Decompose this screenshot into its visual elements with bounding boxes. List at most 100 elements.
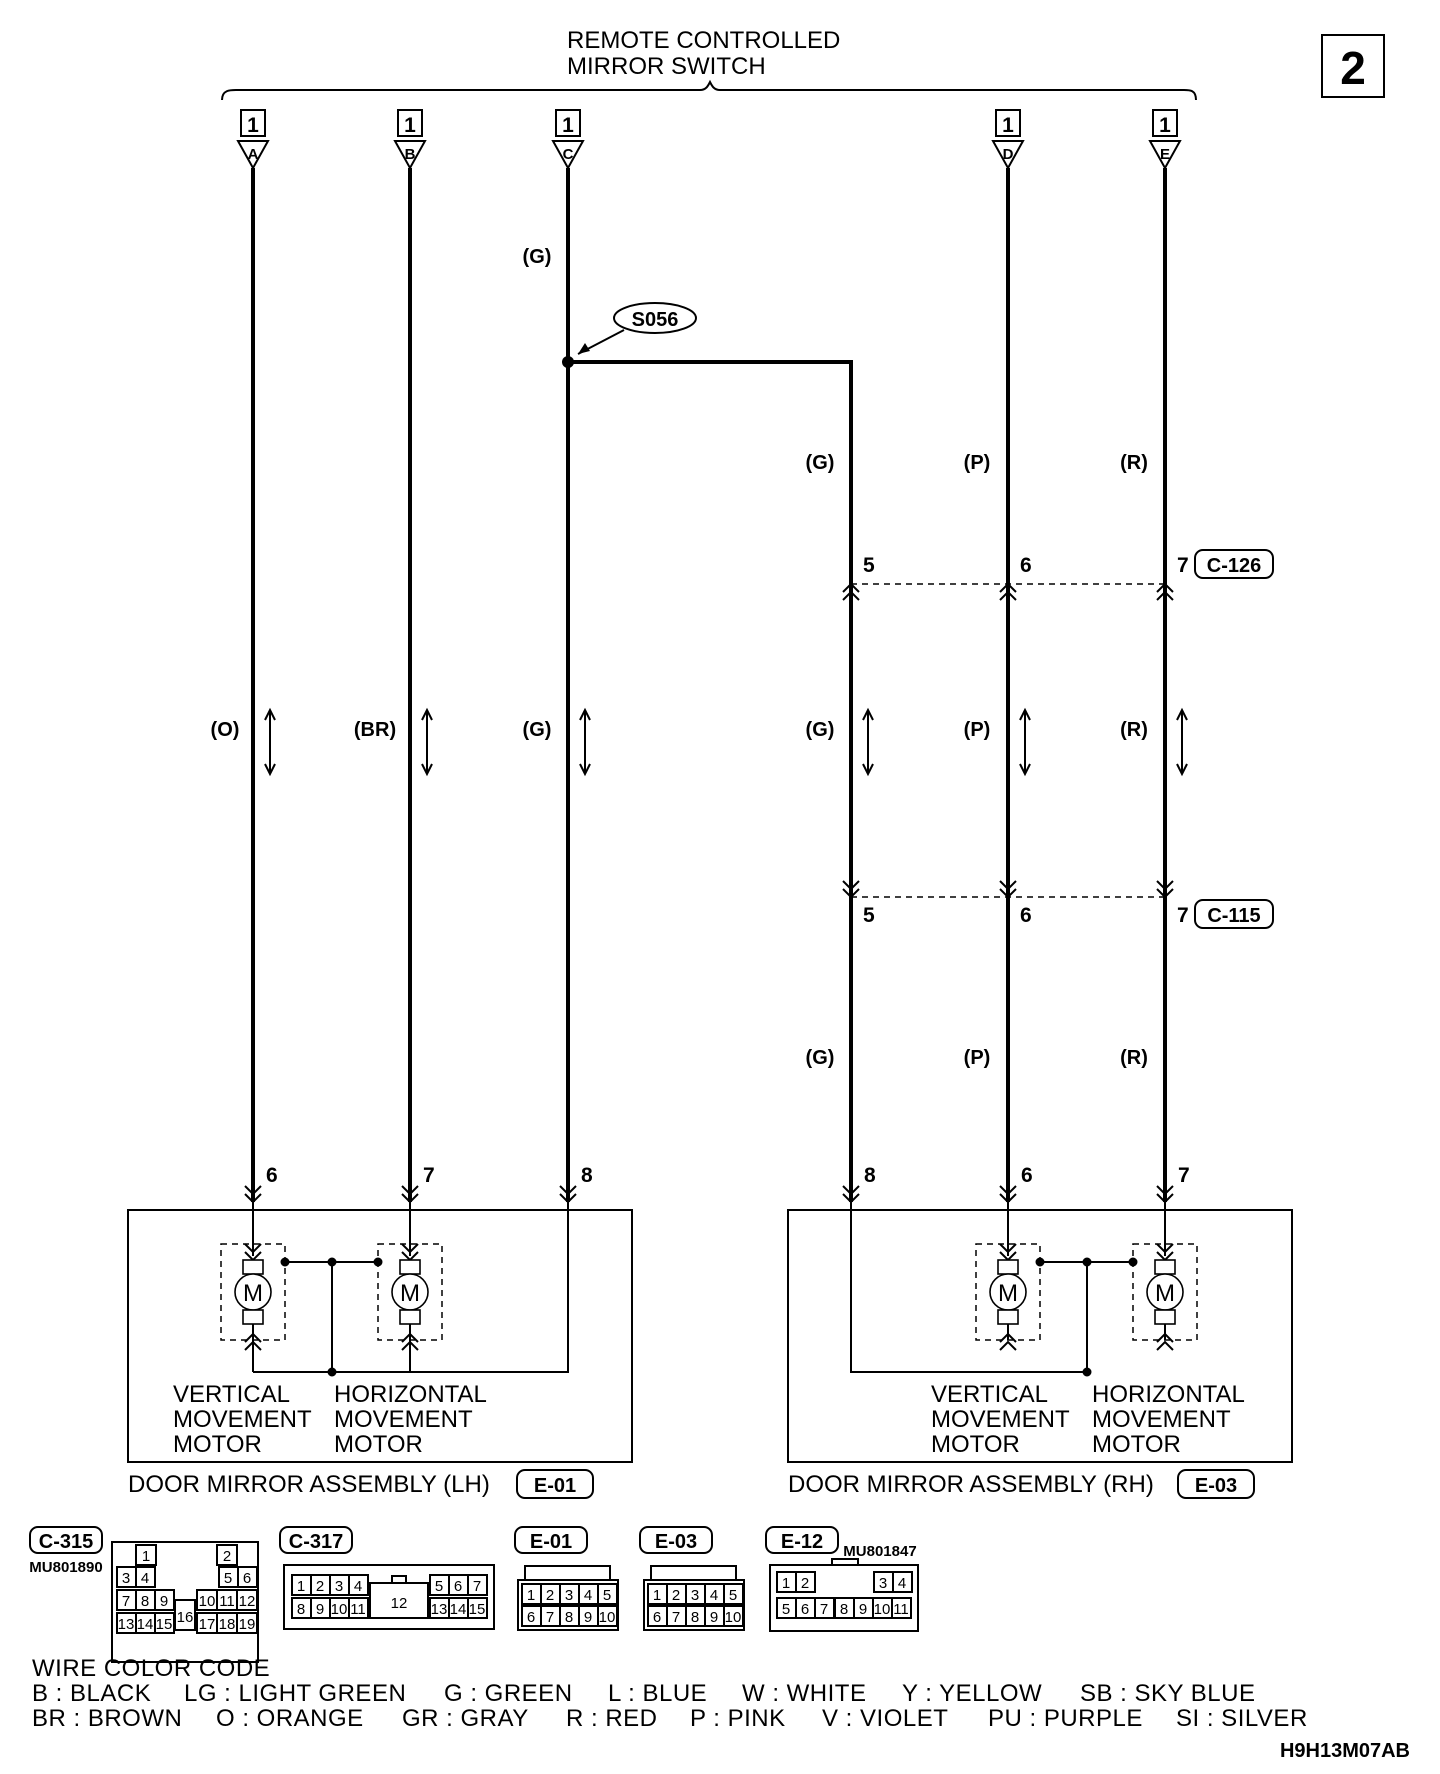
wire-color-r: (R) (1120, 719, 1148, 741)
c115-label-box (1194, 899, 1274, 929)
color-code-row-1: B : BLACK LG : LIGHT GREEN G : GREEN L :… (32, 1680, 1255, 1707)
svg-text:GR : GRAY: GR : GRAY (402, 1705, 529, 1732)
svg-text:LG : LIGHT GREEN: LG : LIGHT GREEN (184, 1680, 406, 1707)
lh-vertical-label-2: MOVEMENT (173, 1406, 312, 1433)
svg-text:E-12: E-12 (781, 1531, 823, 1553)
svg-text:13: 13 (118, 1616, 135, 1633)
svg-text:G : GREEN: G : GREEN (444, 1680, 573, 1707)
svg-text:1: 1 (404, 114, 416, 137)
wire-color-br: (BR) (354, 719, 396, 741)
svg-text:W : WHITE: W : WHITE (742, 1680, 866, 1707)
color-code-row-2: BR : BROWN O : ORANGE GR : GRAY R : RED … (32, 1705, 1307, 1732)
svg-text:1: 1 (1159, 114, 1171, 137)
lh-pin-6: 6 (266, 1164, 278, 1187)
page-number: 2 (1340, 42, 1366, 94)
wire-color-lower-p: (P) (964, 1047, 991, 1069)
lh-horizontal-label-3: MOTOR (334, 1431, 423, 1458)
svg-text:C-317: C-317 (289, 1531, 343, 1553)
svg-text:5: 5 (729, 1587, 737, 1604)
svg-text:V : VIOLET: V : VIOLET (822, 1705, 948, 1732)
svg-text:1: 1 (653, 1587, 661, 1604)
lh-horizontal-label-2: MOVEMENT (334, 1406, 473, 1433)
rh-vertical-motor: M (975, 1202, 1041, 1351)
svg-text:C-315: C-315 (39, 1531, 93, 1553)
rh-horizontal-label-1: HORIZONTAL (1092, 1381, 1245, 1408)
svg-text:3: 3 (691, 1587, 699, 1604)
svg-text:5: 5 (224, 1570, 232, 1587)
svg-text:11: 11 (893, 1601, 909, 1618)
c115-pin-6: 6 (1020, 904, 1032, 927)
svg-text:1: 1 (782, 1575, 790, 1592)
svg-text:E-01: E-01 (530, 1531, 572, 1553)
switch-title-line1: REMOTE CONTROLLED (567, 27, 840, 54)
c126-pin-7: 7 (1177, 554, 1189, 577)
svg-text:6: 6 (801, 1601, 809, 1618)
lh-internal-wiring (253, 1202, 569, 1377)
c126-crossing-marks (842, 582, 1174, 601)
svg-text:9: 9 (710, 1609, 718, 1626)
svg-text:SB : SKY BLUE: SB : SKY BLUE (1080, 1680, 1255, 1707)
splice-point (562, 356, 574, 368)
wire-green-rh (568, 360, 853, 1202)
rh-assembly-name: DOOR MIRROR ASSEMBLY (RH) (788, 1471, 1154, 1498)
c115-pin-5: 5 (863, 904, 875, 927)
svg-text:R : RED: R : RED (566, 1705, 658, 1732)
lh-pin-8: 8 (581, 1164, 593, 1187)
svg-text:7: 7 (473, 1578, 481, 1595)
c126-label: C-126 (1207, 555, 1261, 577)
svg-text:1: 1 (247, 114, 259, 137)
svg-text:M: M (243, 1280, 263, 1307)
svg-text:M: M (1155, 1280, 1175, 1307)
wire-color-upper-g: (G) (806, 452, 835, 474)
svg-text:14: 14 (450, 1601, 467, 1618)
wire-color-lower-r: (R) (1120, 1047, 1148, 1069)
svg-text:3: 3 (565, 1587, 573, 1604)
svg-text:5: 5 (782, 1601, 790, 1618)
svg-text:4: 4 (710, 1587, 718, 1604)
svg-text:2: 2 (223, 1548, 231, 1565)
connector-face-e01: E-01 1 2 3 4 5 6 7 8 9 10 (514, 1526, 619, 1631)
svg-text:9: 9 (584, 1609, 592, 1626)
svg-text:5: 5 (603, 1587, 611, 1604)
svg-text:19: 19 (239, 1616, 256, 1633)
connector-face-c317: C-317 1 2 3 4 5 6 7 8 9 10 11 12 13 14 1… (279, 1526, 495, 1630)
svg-text:11: 11 (219, 1593, 235, 1610)
rh-horizontal-motor: M (1132, 1202, 1198, 1351)
svg-text:9: 9 (859, 1601, 867, 1618)
rh-horizontal-label-3: MOTOR (1092, 1431, 1181, 1458)
splice-label-oval (613, 302, 697, 334)
lh-assembly-code: E-01 (534, 1475, 576, 1497)
svg-text:2: 2 (801, 1575, 809, 1592)
lh-vertical-label-1: VERTICAL (173, 1381, 290, 1408)
rh-pin-8: 8 (864, 1164, 876, 1187)
svg-text:10: 10 (599, 1609, 616, 1626)
svg-text:Y : YELLOW: Y : YELLOW (902, 1680, 1042, 1707)
connector-face-e03: E-03 1 2 3 4 5 6 7 8 9 10 (639, 1526, 745, 1631)
svg-text:3: 3 (879, 1575, 887, 1592)
svg-text:10: 10 (199, 1593, 216, 1610)
svg-text:2: 2 (316, 1578, 324, 1595)
switch-brace (221, 79, 1197, 101)
svg-text:O : ORANGE: O : ORANGE (216, 1705, 364, 1732)
terminal-a: 1 A (236, 109, 270, 171)
svg-text:L : BLUE: L : BLUE (608, 1680, 707, 1707)
wire-color-g-rh: (G) (806, 719, 835, 741)
svg-text:13: 13 (431, 1601, 448, 1618)
c126-pin-6: 6 (1020, 554, 1032, 577)
rh-vertical-label-1: VERTICAL (931, 1381, 1048, 1408)
svg-text:4: 4 (584, 1587, 592, 1604)
svg-text:PU : PURPLE: PU : PURPLE (988, 1705, 1143, 1732)
svg-text:M: M (998, 1280, 1018, 1307)
svg-text:10: 10 (725, 1609, 742, 1626)
rh-code-box (1177, 1469, 1255, 1499)
svg-text:MU801847: MU801847 (843, 1543, 916, 1560)
svg-text:9: 9 (160, 1593, 168, 1610)
assembly-entry-marks (244, 1185, 1174, 1204)
splice-label: S056 (632, 309, 679, 331)
svg-text:8: 8 (565, 1609, 573, 1626)
current-direction-arrows (264, 707, 1188, 777)
svg-text:4: 4 (141, 1570, 149, 1587)
switch-title-line2: MIRROR SWITCH (567, 53, 766, 80)
svg-text:15: 15 (156, 1616, 173, 1633)
